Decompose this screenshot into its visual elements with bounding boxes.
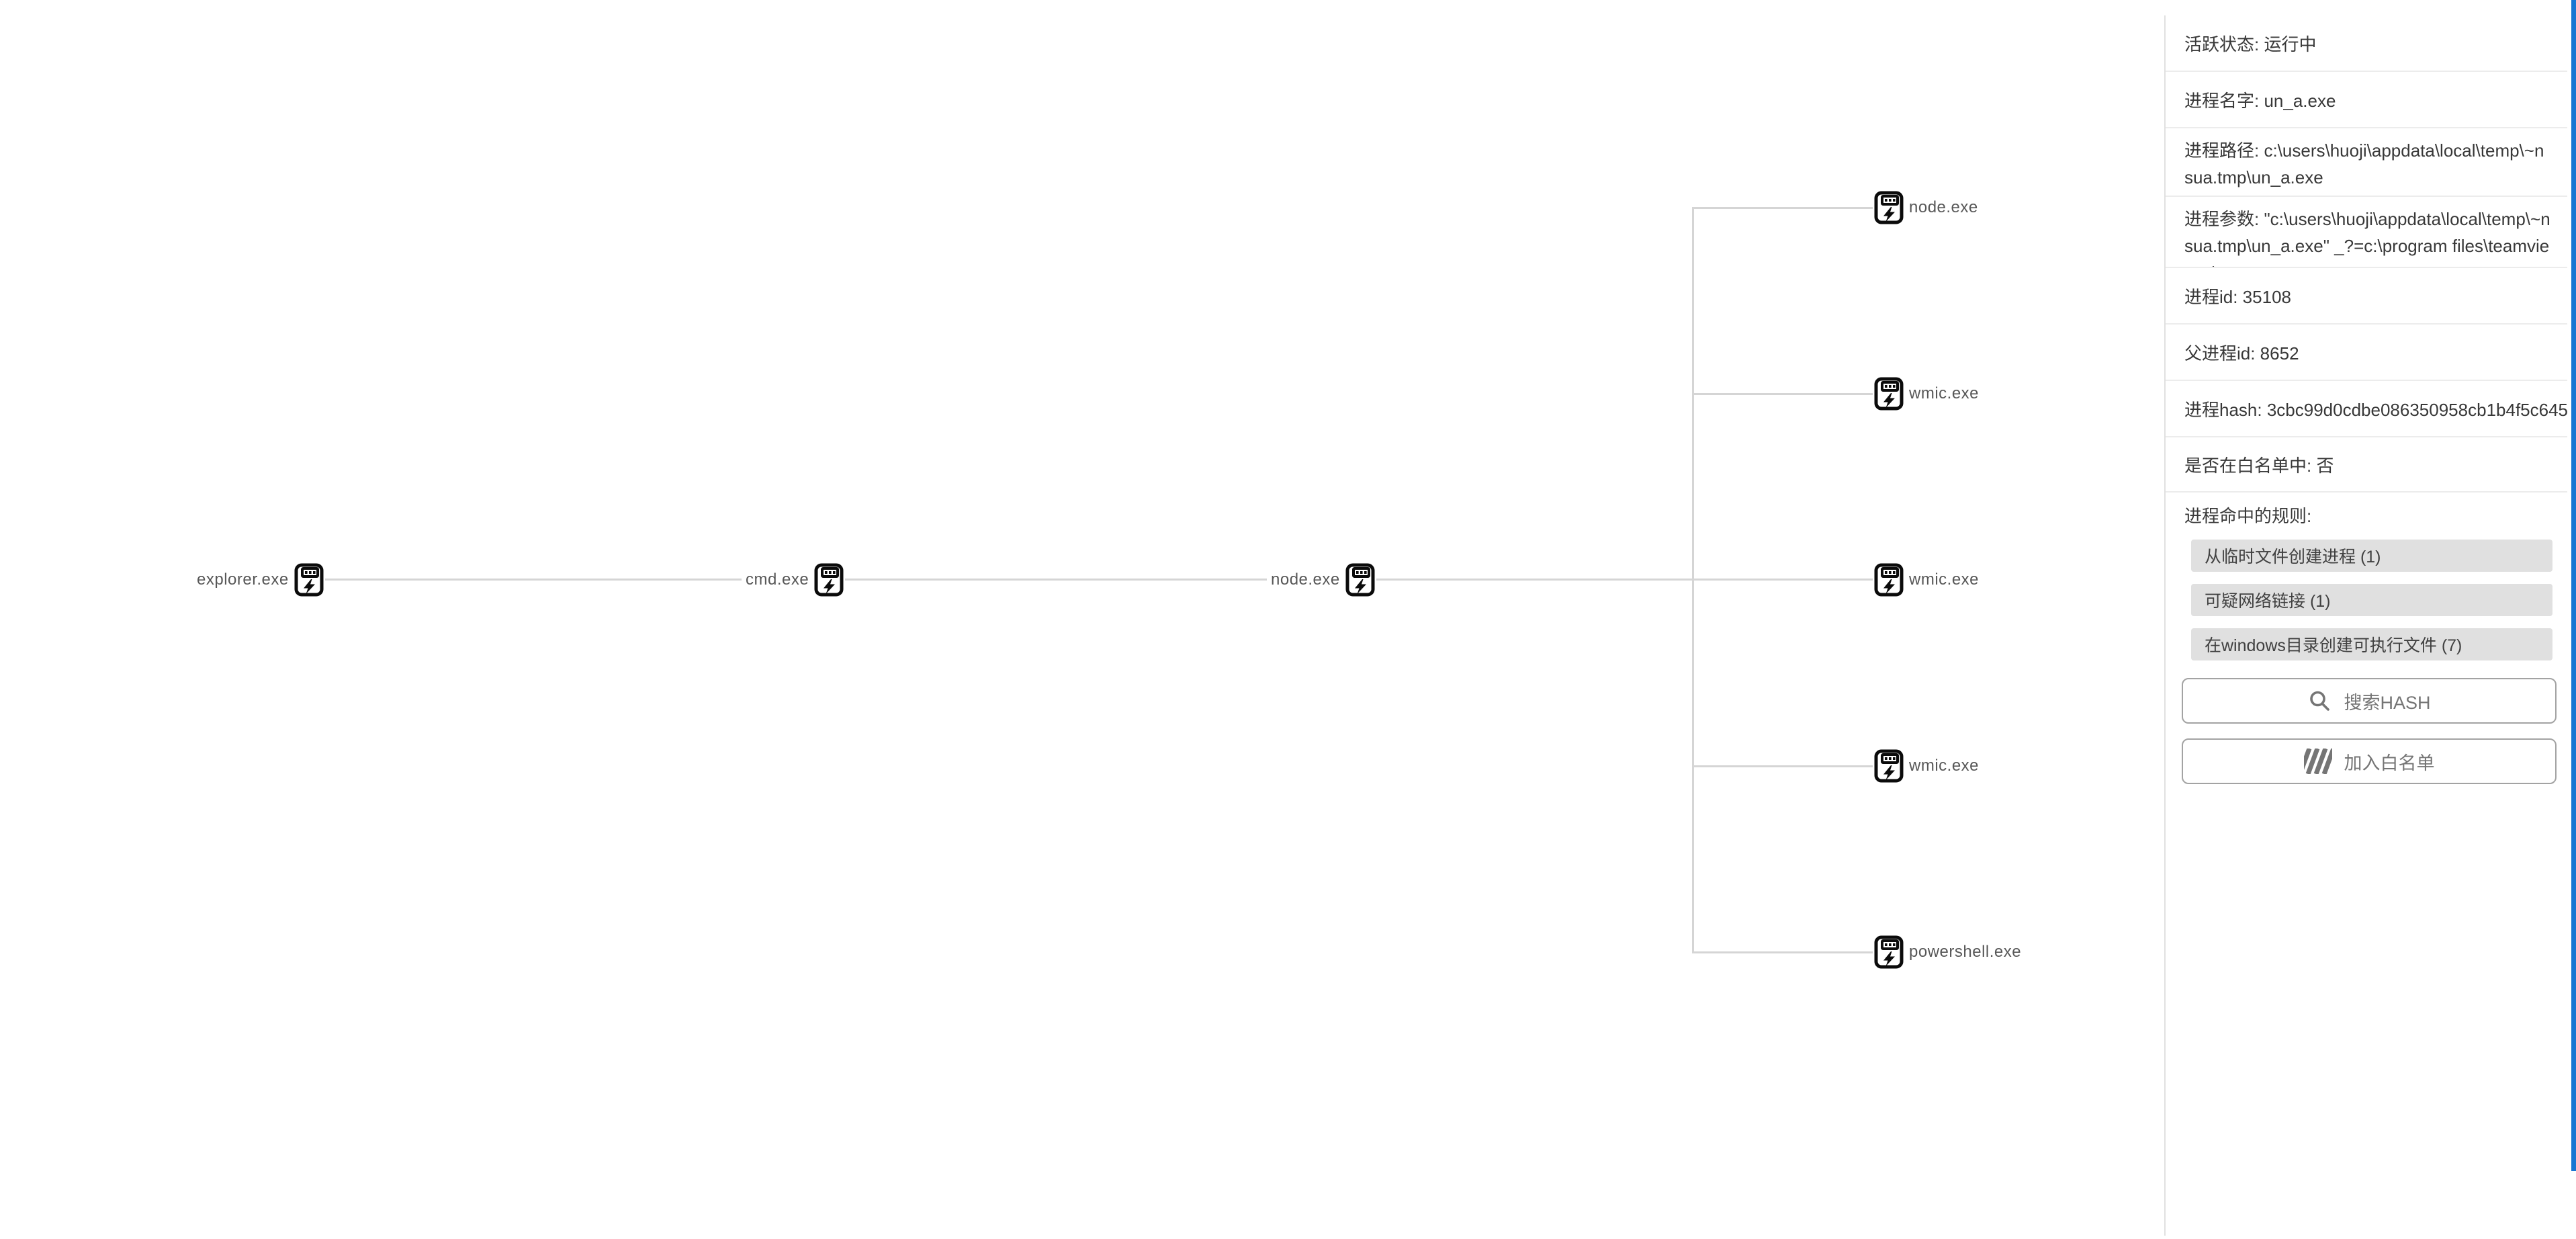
app-lightning-icon xyxy=(1873,377,1905,411)
process-hash-row: 进程hash: 3cbc99d0cdbe086350958cb1b4f5c645 xyxy=(2166,381,2567,437)
rule-chip-suspicious-network[interactable]: 可疑网络链接 (1) xyxy=(2191,584,2552,616)
process-path-row: 进程路径: c:\users\huoji\appdata\local\temp\… xyxy=(2166,128,2567,197)
rule-chip-temp-file-process[interactable]: 从临时文件创建进程 (1) xyxy=(2191,540,2552,572)
app-lightning-icon xyxy=(292,563,325,597)
tree-branch-line xyxy=(1692,207,1875,209)
app-lightning-icon xyxy=(1873,191,1905,224)
tree-node-explorer[interactable]: explorer.exe xyxy=(193,563,325,597)
process-label: node.exe xyxy=(1905,197,1982,218)
process-detail-panel: 活跃状态: 运行中 进程名字: un_a.exe 进程路径: c:\users\… xyxy=(2166,15,2567,784)
process-label: wmic.exe xyxy=(1905,569,1984,591)
tree-node-child-wmic-1[interactable]: wmic.exe xyxy=(1873,377,1984,411)
process-label: node.exe xyxy=(1267,569,1344,591)
tree-node-cmd[interactable]: cmd.exe xyxy=(742,563,846,597)
process-label: wmic.exe xyxy=(1905,383,1984,404)
whitelist-status-row: 是否在白名单中: 否 xyxy=(2166,437,2567,493)
process-label: cmd.exe xyxy=(742,569,813,591)
rules-section: 进程命中的规则: 从临时文件创建进程 (1) 可疑网络链接 (1) 在windo… xyxy=(2166,493,2567,784)
app-lightning-icon xyxy=(1873,935,1905,969)
search-icon xyxy=(2307,689,2331,713)
tree-branch-line xyxy=(1692,765,1875,767)
add-whitelist-label: 加入白名单 xyxy=(2344,753,2435,773)
add-whitelist-button[interactable]: 加入白名单 xyxy=(2182,738,2557,784)
panel-divider xyxy=(2164,15,2166,1236)
tree-branch-line xyxy=(1692,951,1875,953)
process-label: explorer.exe xyxy=(193,569,293,591)
active-status-row: 活跃状态: 运行中 xyxy=(2166,15,2567,72)
process-id-row: 进程id: 35108 xyxy=(2166,268,2567,325)
app-lightning-icon xyxy=(813,563,846,597)
parent-process-id-row: 父进程id: 8652 xyxy=(2166,325,2567,381)
app-lightning-icon xyxy=(1873,563,1905,597)
right-edge-scrollbar[interactable] xyxy=(2571,0,2576,1171)
search-hash-label: 搜索HASH xyxy=(2344,692,2431,713)
tree-branch-line xyxy=(1692,393,1875,395)
stripes-icon xyxy=(2303,749,2332,774)
tree-branch-line xyxy=(1692,579,1875,581)
process-name-row: 进程名字: un_a.exe xyxy=(2166,72,2567,128)
tree-node-child-powershell[interactable]: powershell.exe xyxy=(1873,935,2026,969)
process-label: wmic.exe xyxy=(1905,755,1984,777)
process-label: powershell.exe xyxy=(1905,941,2026,963)
process-args-row: 进程参数: "c:\users\huoji\appdata\local\temp… xyxy=(2166,197,2567,268)
rule-chip-windows-dir-executable[interactable]: 在windows目录创建可执行文件 (7) xyxy=(2191,628,2552,660)
app-lightning-icon xyxy=(1873,749,1905,783)
tree-node-node[interactable]: node.exe xyxy=(1267,563,1376,597)
rules-label: 进程命中的规则: xyxy=(2184,506,2312,526)
tree-node-child-node[interactable]: node.exe xyxy=(1873,191,1982,224)
app-lightning-icon xyxy=(1343,563,1376,597)
tree-main-line xyxy=(312,579,1693,581)
tree-node-child-wmic-2[interactable]: wmic.exe xyxy=(1873,563,1984,597)
search-hash-button[interactable]: 搜索HASH xyxy=(2182,678,2557,724)
tree-node-child-wmic-3[interactable]: wmic.exe xyxy=(1873,749,1984,783)
